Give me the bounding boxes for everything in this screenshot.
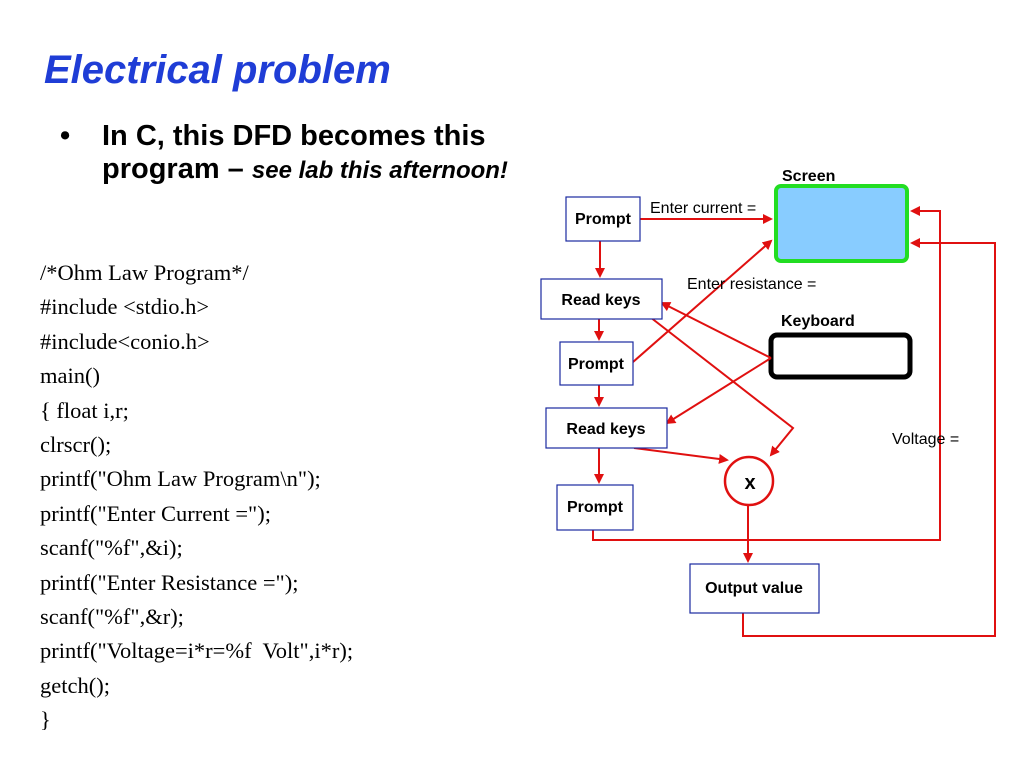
code-line: scanf("%f",&i); [40,535,183,561]
bullet-text-bold: In C, this DFD becomes this program – [102,120,486,185]
flow-keyboard-to-readkeys2 [665,357,772,425]
prompt-node-3: Prompt [556,484,634,531]
code-listing: /*Ohm Law Program*/ #include <stdio.h> #in… [40,256,353,737]
output-value-node-label: Output value [705,580,803,597]
flow-lines [592,206,996,637]
code-line: } [40,707,51,733]
code-line: main() [40,363,100,389]
slide-title: Electrical problem [44,48,391,92]
enter-resistance-label: Enter resistance = [687,276,816,293]
prompt-node-3-label: Prompt [567,499,624,516]
readkeys-node-2: Read keys [545,407,668,449]
flow-prompt3-to-screen [592,206,941,541]
code-line: printf("Enter Resistance ="); [40,569,299,595]
code-line: clrscr(); [40,431,112,457]
prompt-node-1: Prompt [565,196,641,242]
code-line: { float i,r; [40,397,129,423]
prompt-node-1-label: Prompt [575,211,632,228]
bullet-text: In C, this DFD becomes this program – se… [102,120,522,187]
code-line: #include <stdio.h> [40,294,210,320]
readkeys-node-1: Read keys [540,278,663,320]
bullet-text-italic: see lab this afternoon! [251,157,508,184]
keyboard-heading: Keyboard [781,313,855,330]
screen-display [774,184,909,263]
flow-prompt2-to-screen [632,239,773,363]
prompt-node-2: Prompt [559,341,634,386]
flow-readkeys2-to-multiply [633,447,729,464]
keyboard-device [768,332,913,380]
code-line: printf("Voltage=i*r=%f Volt",i*r); [40,638,354,664]
code-line: #include<conio.h> [40,328,210,354]
readkeys-node-1-label: Read keys [561,292,640,309]
prompt-node-2-label: Prompt [568,356,625,373]
code-line: scanf("%f",&r); [40,603,184,629]
flow-readkeys1-to-multiply [649,316,795,457]
code-line: getch(); [40,672,110,698]
readkeys-node-2-label: Read keys [566,421,645,438]
flow-keyboard-to-readkeys1 [660,302,772,359]
flow-output-to-screen [742,238,996,637]
output-value-node: Output value [689,563,820,614]
multiply-node: x [723,455,775,507]
code-line: printf("Ohm Law Program\n"); [40,466,321,492]
screen-heading: Screen [782,168,835,185]
multiply-node-label: x [744,472,755,494]
bullet-marker: • [60,120,71,152]
voltage-label: Voltage = [892,431,959,448]
code-line: /*Ohm Law Program*/ [40,260,249,285]
enter-current-label: Enter current = [650,200,756,217]
code-line: printf("Enter Current ="); [40,500,271,526]
